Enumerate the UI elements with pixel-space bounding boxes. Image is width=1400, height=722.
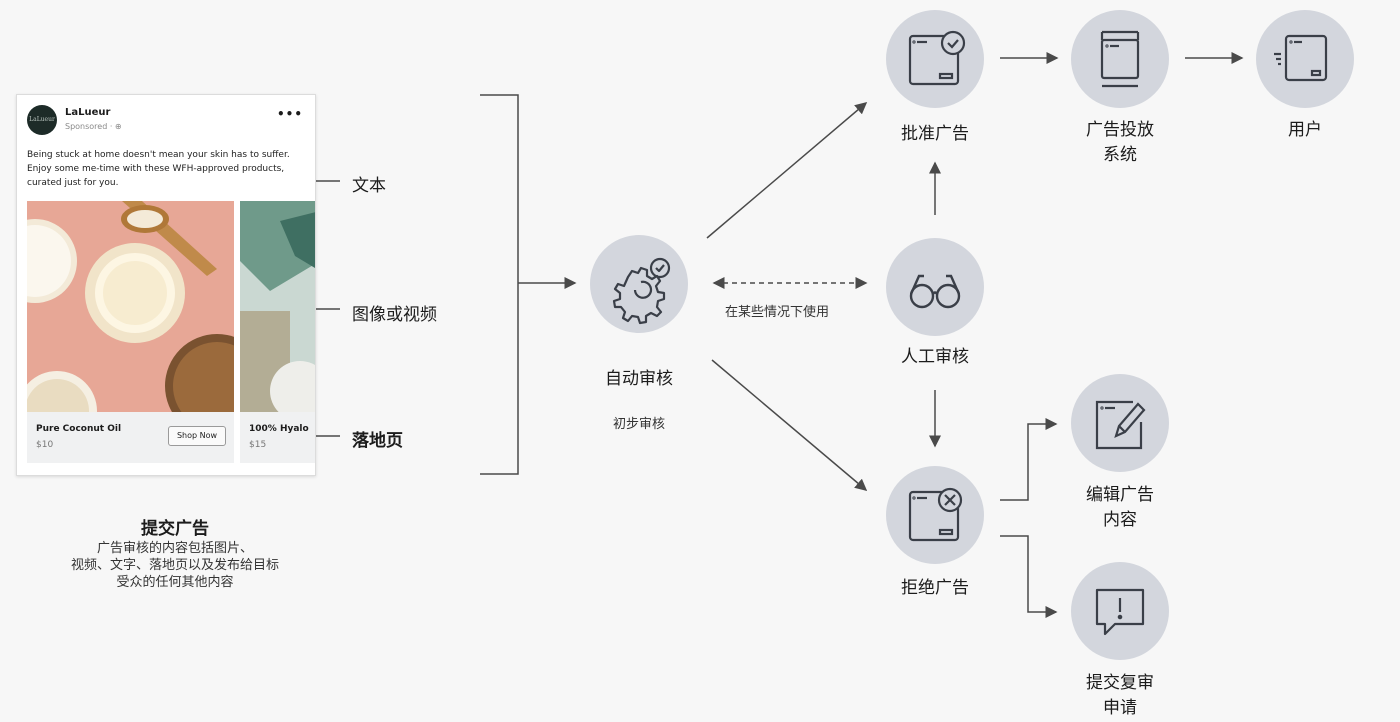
rejected-ad-icon bbox=[908, 487, 963, 542]
sample-ad-card: LaLueur LaLueur Sponsored · ⊕ ••• Being … bbox=[16, 94, 316, 476]
sometimes-used-note: 在某些情况下使用 bbox=[725, 305, 830, 320]
submit-ad-title: 提交广告 bbox=[141, 519, 209, 539]
label-line: 内容 bbox=[1103, 510, 1137, 530]
reject-ad-label: 拒绝广告 bbox=[901, 578, 969, 598]
glasses-icon bbox=[909, 274, 961, 309]
description-line: 受众的任何其他内容 bbox=[116, 575, 234, 590]
delivery-system-node bbox=[1071, 10, 1169, 108]
reject-ad-node bbox=[886, 466, 984, 564]
user-screen-icon bbox=[1274, 34, 1328, 82]
submit-ad-description: 广告审核的内容包括图片、 视频、文字、落地页以及发布给目标 受众的任何其他内容 bbox=[40, 540, 310, 591]
appeal-node bbox=[1071, 562, 1169, 660]
approve-ad-label: 批准广告 bbox=[901, 124, 969, 144]
brand-name: LaLueur bbox=[65, 107, 111, 118]
arrow-reject-to-edit bbox=[1000, 418, 1058, 501]
delivery-system-label: 广告投放 系统 bbox=[1051, 118, 1189, 168]
image-video-callout-label: 图像或视频 bbox=[352, 305, 437, 325]
more-options-icon: ••• bbox=[276, 107, 303, 121]
product-image-coconut bbox=[27, 201, 234, 412]
label-line: 编辑广告 bbox=[1086, 485, 1154, 505]
user-label: 用户 bbox=[1288, 120, 1322, 140]
auto-review-node bbox=[590, 235, 688, 333]
label-line: 系统 bbox=[1103, 145, 1137, 165]
product-price: $15 bbox=[249, 440, 267, 450]
edit-ad-label: 编辑广告 内容 bbox=[1051, 483, 1189, 533]
human-review-label: 人工审核 bbox=[901, 347, 969, 367]
delivery-system-icon bbox=[1100, 30, 1140, 88]
text-callout-label: 文本 bbox=[352, 176, 386, 196]
product-name: 100% Hyalo bbox=[249, 424, 309, 434]
auto-review-sublabel: 初步审核 bbox=[612, 417, 665, 432]
sponsored-label: Sponsored · ⊕ bbox=[65, 122, 122, 131]
arrow-auto-to-approve bbox=[706, 102, 868, 239]
ad-body-text: Being stuck at home doesn't mean your sk… bbox=[27, 150, 290, 188]
approve-ad-node bbox=[886, 10, 984, 108]
product-name: Pure Coconut Oil bbox=[36, 424, 122, 434]
approved-ad-icon bbox=[908, 30, 966, 86]
label-line: 广告投放 bbox=[1086, 120, 1154, 140]
submission-bracket bbox=[480, 94, 519, 475]
product-price: $10 bbox=[36, 440, 54, 450]
auto-review-label: 自动审核 bbox=[605, 369, 673, 389]
human-review-node bbox=[886, 238, 984, 336]
appeal-label: 提交复审 申请 bbox=[1051, 671, 1189, 721]
gears-icon bbox=[612, 257, 671, 325]
user-node bbox=[1256, 10, 1354, 108]
edit-ad-icon bbox=[1095, 400, 1146, 450]
product-footer-2: 100% Hyalo $15 bbox=[240, 412, 315, 463]
label-line: 提交复审 bbox=[1086, 673, 1154, 693]
brand-avatar: LaLueur bbox=[27, 105, 57, 135]
arrow-reject-to-appeal bbox=[1000, 535, 1058, 618]
appeal-icon bbox=[1095, 588, 1145, 636]
label-line: 申请 bbox=[1103, 698, 1137, 718]
edit-ad-node bbox=[1071, 374, 1169, 472]
shop-now-button[interactable]: Shop Now bbox=[168, 426, 226, 446]
description-line: 视频、文字、落地页以及发布给目标 bbox=[70, 558, 279, 573]
product-image-hyaluronic bbox=[240, 201, 315, 412]
description-line: 广告审核的内容包括图片、 bbox=[96, 541, 253, 556]
product-footer-1: Pure Coconut Oil $10 Shop Now bbox=[27, 412, 234, 463]
arrow-auto-to-reject bbox=[711, 359, 868, 491]
landing-page-callout-label: 落地页 bbox=[352, 431, 403, 451]
